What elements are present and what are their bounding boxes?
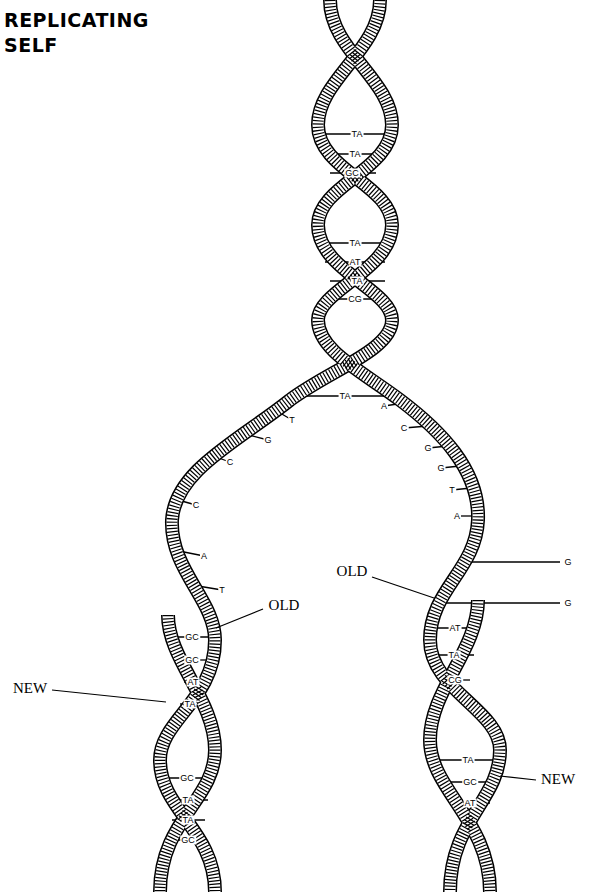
base-letter: G [563, 599, 572, 608]
base-letter: A [453, 512, 461, 521]
base-letter: T [288, 416, 296, 425]
base-letter: C [400, 424, 409, 433]
base-letter: C [192, 501, 201, 510]
helix-strands [160, 0, 500, 892]
base-letter: GC [179, 774, 195, 783]
base-letter: C [226, 458, 235, 467]
base-letter: TA [184, 700, 197, 709]
base-letter: TA [349, 150, 362, 159]
base-letter: CG [347, 295, 363, 304]
strand-label: NEW [12, 681, 48, 696]
base-letter: TA [351, 277, 364, 286]
base-letter: TA [349, 239, 362, 248]
base-letter: A [380, 402, 388, 411]
base-letter: GC [184, 633, 200, 642]
strand-label: NEW [540, 772, 576, 787]
base-letter: GC [462, 778, 478, 787]
base-letter: AT [349, 258, 362, 267]
strand-label: OLD [336, 564, 369, 579]
base-letter: T [218, 586, 226, 595]
base-letter: CG [447, 676, 463, 685]
base-letter: GC [180, 836, 196, 845]
base-letter: G [563, 558, 572, 567]
base-letter: TA [339, 392, 352, 401]
base-letter: TA [182, 796, 195, 805]
base-letter: G [436, 464, 445, 473]
base-letter: TA [448, 651, 461, 660]
base-letter: TA [351, 130, 364, 139]
base-letter: TA [182, 816, 195, 825]
base-letter: A [200, 552, 208, 561]
base-letter: TA [462, 756, 475, 765]
base-letter: GC [184, 656, 200, 665]
strand-label: OLD [268, 598, 301, 613]
base-letter: GC [344, 169, 360, 178]
base-letter: T [448, 486, 456, 495]
base-letter: G [263, 436, 272, 445]
base-letter: AT [187, 678, 200, 687]
base-letter: AT [449, 624, 462, 633]
diagram-title: REPLICATING SELF [4, 8, 174, 58]
base-letter: AT [464, 799, 477, 808]
base-letter: G [423, 444, 432, 453]
leader-lines [52, 577, 536, 780]
